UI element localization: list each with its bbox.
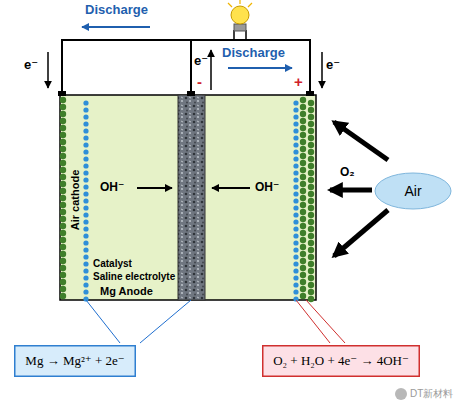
terminal (306, 91, 314, 96)
ion-arrow (212, 187, 250, 189)
electron-label: e⁻ (194, 54, 208, 68)
light-bulb (228, 0, 252, 40)
cell-housing (60, 95, 316, 300)
polarity-sign: + (294, 74, 303, 91)
circuit-wire (62, 40, 310, 95)
reaction-equation: O₂ + H₂O + 4e⁻ → 4OH⁻ (273, 353, 409, 369)
air-arrow (330, 188, 372, 193)
part-name: Saline electrolyte (93, 271, 175, 282)
mg-anode (178, 95, 205, 300)
gas-label: O₂ (340, 166, 355, 179)
electrode-name: Air cathode (69, 170, 81, 231)
discharge-arrow (82, 26, 150, 28)
electron-arrow (47, 52, 49, 88)
electron-label: e⁻ (24, 58, 38, 72)
node-label: Air (404, 183, 421, 199)
flow-label: Discharge (85, 3, 148, 17)
anode-wire (190, 40, 192, 95)
reaction-equation: Mg → Mg²⁺ + 2e⁻ (25, 353, 124, 369)
ion-label: OH⁻ (100, 181, 124, 194)
ion-label: OH⁻ (255, 181, 279, 194)
terminal (187, 91, 195, 96)
air-ellipse: Air (374, 172, 452, 210)
electron-arrow (321, 52, 323, 88)
leader-line (296, 300, 345, 343)
polarity-sign: - (197, 74, 202, 91)
ion-arrow (137, 187, 172, 189)
terminal (58, 91, 66, 96)
flow-label: Discharge (222, 46, 285, 60)
reaction-box: O₂ + H₂O + 4e⁻ → 4OH⁻ (262, 345, 420, 377)
air-arrow (334, 210, 388, 256)
air-arrow (334, 122, 388, 160)
part-name: Mg Anode (100, 285, 153, 297)
electron-label: e⁻ (326, 58, 340, 72)
reaction-box: Mg → Mg²⁺ + 2e⁻ (14, 345, 136, 377)
watermark: DT新材料 (410, 388, 453, 399)
electron-arrow (210, 50, 212, 90)
watermark-icon (395, 388, 407, 400)
part-name: Catalyst (93, 258, 132, 269)
leader-line (86, 300, 191, 343)
discharge-arrow (228, 67, 292, 69)
catalyst-dots (60, 97, 314, 302)
